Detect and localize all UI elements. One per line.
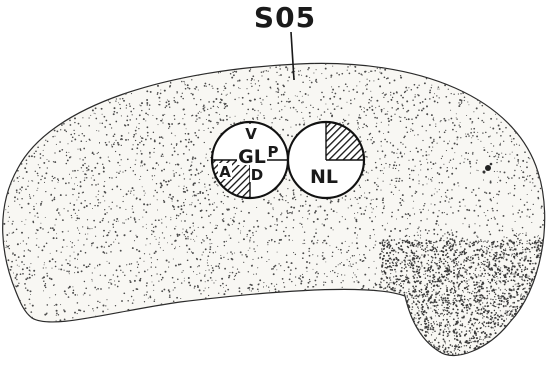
- label-gl: GL: [238, 146, 266, 168]
- figure-title: S05: [254, 1, 316, 34]
- label-nl: NL: [310, 166, 338, 188]
- label-p: P: [268, 143, 279, 161]
- circle-gl: GL V A P D: [212, 122, 288, 198]
- label-d: D: [251, 166, 263, 184]
- label-v: V: [245, 125, 257, 143]
- label-a: A: [219, 163, 231, 181]
- embryo-body: [3, 54, 551, 366]
- circle-nl: NL: [288, 122, 364, 198]
